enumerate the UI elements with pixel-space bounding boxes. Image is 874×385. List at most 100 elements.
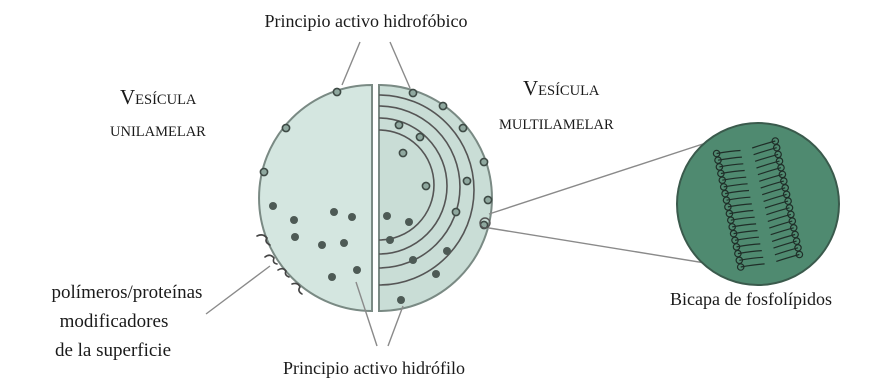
phospholipid-tail xyxy=(776,253,800,262)
hydrophilic-dot xyxy=(397,296,405,304)
hydrophobic-dot xyxy=(415,132,425,142)
vesicle-right-half xyxy=(378,83,493,313)
leader-lines xyxy=(205,41,411,347)
phospholipid-tail xyxy=(760,180,784,189)
phospholipid-tail xyxy=(716,149,741,155)
hydrophilic-dot xyxy=(290,216,298,224)
phospholipid-tail xyxy=(720,169,745,175)
hydrophilic-dot xyxy=(269,202,277,210)
hydrophobic-dot xyxy=(451,207,461,217)
phospholipid-tail xyxy=(752,140,776,149)
phospholipid-tail xyxy=(756,160,780,169)
hydrophobic-dot xyxy=(479,157,489,167)
phospholipid-head xyxy=(795,250,804,259)
hydrophilic-dot xyxy=(353,266,361,274)
phospholipid-tail xyxy=(766,207,790,216)
phospholipid-tail xyxy=(753,147,777,156)
bilayer-inset xyxy=(479,122,840,286)
inset-connector-top xyxy=(488,140,713,215)
hydrophilic-dot xyxy=(409,256,417,264)
lamella-4 xyxy=(378,94,475,286)
inset-connector-bottom xyxy=(488,227,737,269)
phospholipid-tail xyxy=(717,156,742,161)
hydrophilic-dot xyxy=(443,247,451,255)
phospholipid-tail xyxy=(732,223,757,228)
unilamellar-title-line1: VESÍCULA xyxy=(120,85,197,109)
polymers-label-line2: modificadores xyxy=(60,311,169,332)
phospholipid-tail xyxy=(734,236,759,241)
phospholipid-tail xyxy=(754,153,779,162)
hydrophobic-dot xyxy=(394,120,404,130)
phospholipid-tail xyxy=(774,247,799,256)
phospholipid-tail xyxy=(757,167,782,176)
phospholipid-tail xyxy=(759,173,783,182)
hydrophobic-molecules xyxy=(259,87,493,230)
hydrophobic-dot xyxy=(462,176,472,186)
phospholipid-tail xyxy=(770,227,794,236)
bilayer-inset-circle xyxy=(676,122,840,286)
phospholipid-tail xyxy=(730,216,755,221)
polymers-label-line3: de la superficie xyxy=(55,340,171,361)
hydrophilic-dot xyxy=(340,239,348,247)
phospholipid-tail xyxy=(736,243,761,248)
phospholipid-tail xyxy=(739,256,764,261)
hydrophilic-molecules xyxy=(269,202,451,304)
hydrophobic-dot xyxy=(458,123,468,133)
lamella-2 xyxy=(378,117,448,255)
hydrophobic-dot xyxy=(483,195,493,205)
surface-polymers xyxy=(256,234,303,295)
hydrophobic-dot xyxy=(332,87,342,97)
hydrophobic-dot xyxy=(281,123,291,133)
hydrophilic-dot xyxy=(291,233,299,241)
hydrophilic-dot xyxy=(348,213,356,221)
inset-source-marker xyxy=(479,217,491,229)
multilamellar-title-line1: VESÍCULA xyxy=(523,76,600,100)
hydrophilic-dot xyxy=(383,212,391,220)
polymer-squiggle xyxy=(256,234,271,246)
phospholipid-head xyxy=(782,190,791,199)
phospholipid-tail xyxy=(769,220,793,229)
hydrophobic-leader-left xyxy=(341,41,361,86)
bilayer-label: Bicapa de fosfolípidos xyxy=(670,289,832,309)
phospholipid-tail xyxy=(733,230,758,235)
phospholipid-tail xyxy=(737,250,762,255)
phospholipid-tail xyxy=(740,263,765,268)
phospholipid-tail xyxy=(727,203,752,208)
lamella-1 xyxy=(378,129,435,241)
phospholipid-tail xyxy=(773,240,797,249)
phospholipid-tail xyxy=(729,209,754,215)
phospholipid-tail xyxy=(764,200,789,209)
hydrophobic-dot xyxy=(408,88,418,98)
unilamellar-title-line2: UNILAMELAR xyxy=(110,124,206,140)
polymer-squiggle xyxy=(264,254,278,265)
hydrophilic-dot xyxy=(405,218,413,226)
phospholipid-tail xyxy=(762,187,786,196)
polymer-squiggle xyxy=(291,282,303,295)
phospholipid-tail xyxy=(771,233,796,242)
multilamellar-title-line2: MULTILAMELAR xyxy=(499,117,614,133)
hydrophilic-dot xyxy=(432,270,440,278)
hydrophilic-leader-left xyxy=(355,281,378,347)
hydrophobic-dot xyxy=(438,101,448,111)
polymer-squiggle xyxy=(277,267,290,278)
phospholipid-tail xyxy=(724,189,750,195)
hydrophilic-dot xyxy=(330,208,338,216)
hydrophilic-leader-right xyxy=(387,305,404,347)
hydrophobic-dot xyxy=(259,167,269,177)
phospholipid-tail xyxy=(719,163,744,168)
hydrophilic-label: Principio activo hidrófilo xyxy=(283,358,465,378)
vesicle-left-half xyxy=(258,83,373,313)
hydrophobic-label: Principio activo hidrofóbico xyxy=(265,11,468,31)
bilayer-lipids xyxy=(712,137,804,271)
phospholipid-tail xyxy=(763,193,787,202)
vesicle xyxy=(258,83,493,313)
hydrophilic-dot xyxy=(328,273,336,281)
hydrophobic-dot xyxy=(398,148,408,158)
phospholipid-tail xyxy=(726,196,751,201)
phospholipid-tail xyxy=(722,176,747,181)
hydrophilic-dot xyxy=(386,236,394,244)
polymers-label-line1: polímeros/proteínas xyxy=(52,282,203,303)
phospholipid-tail xyxy=(767,213,792,222)
phospholipid-tail xyxy=(723,183,748,188)
